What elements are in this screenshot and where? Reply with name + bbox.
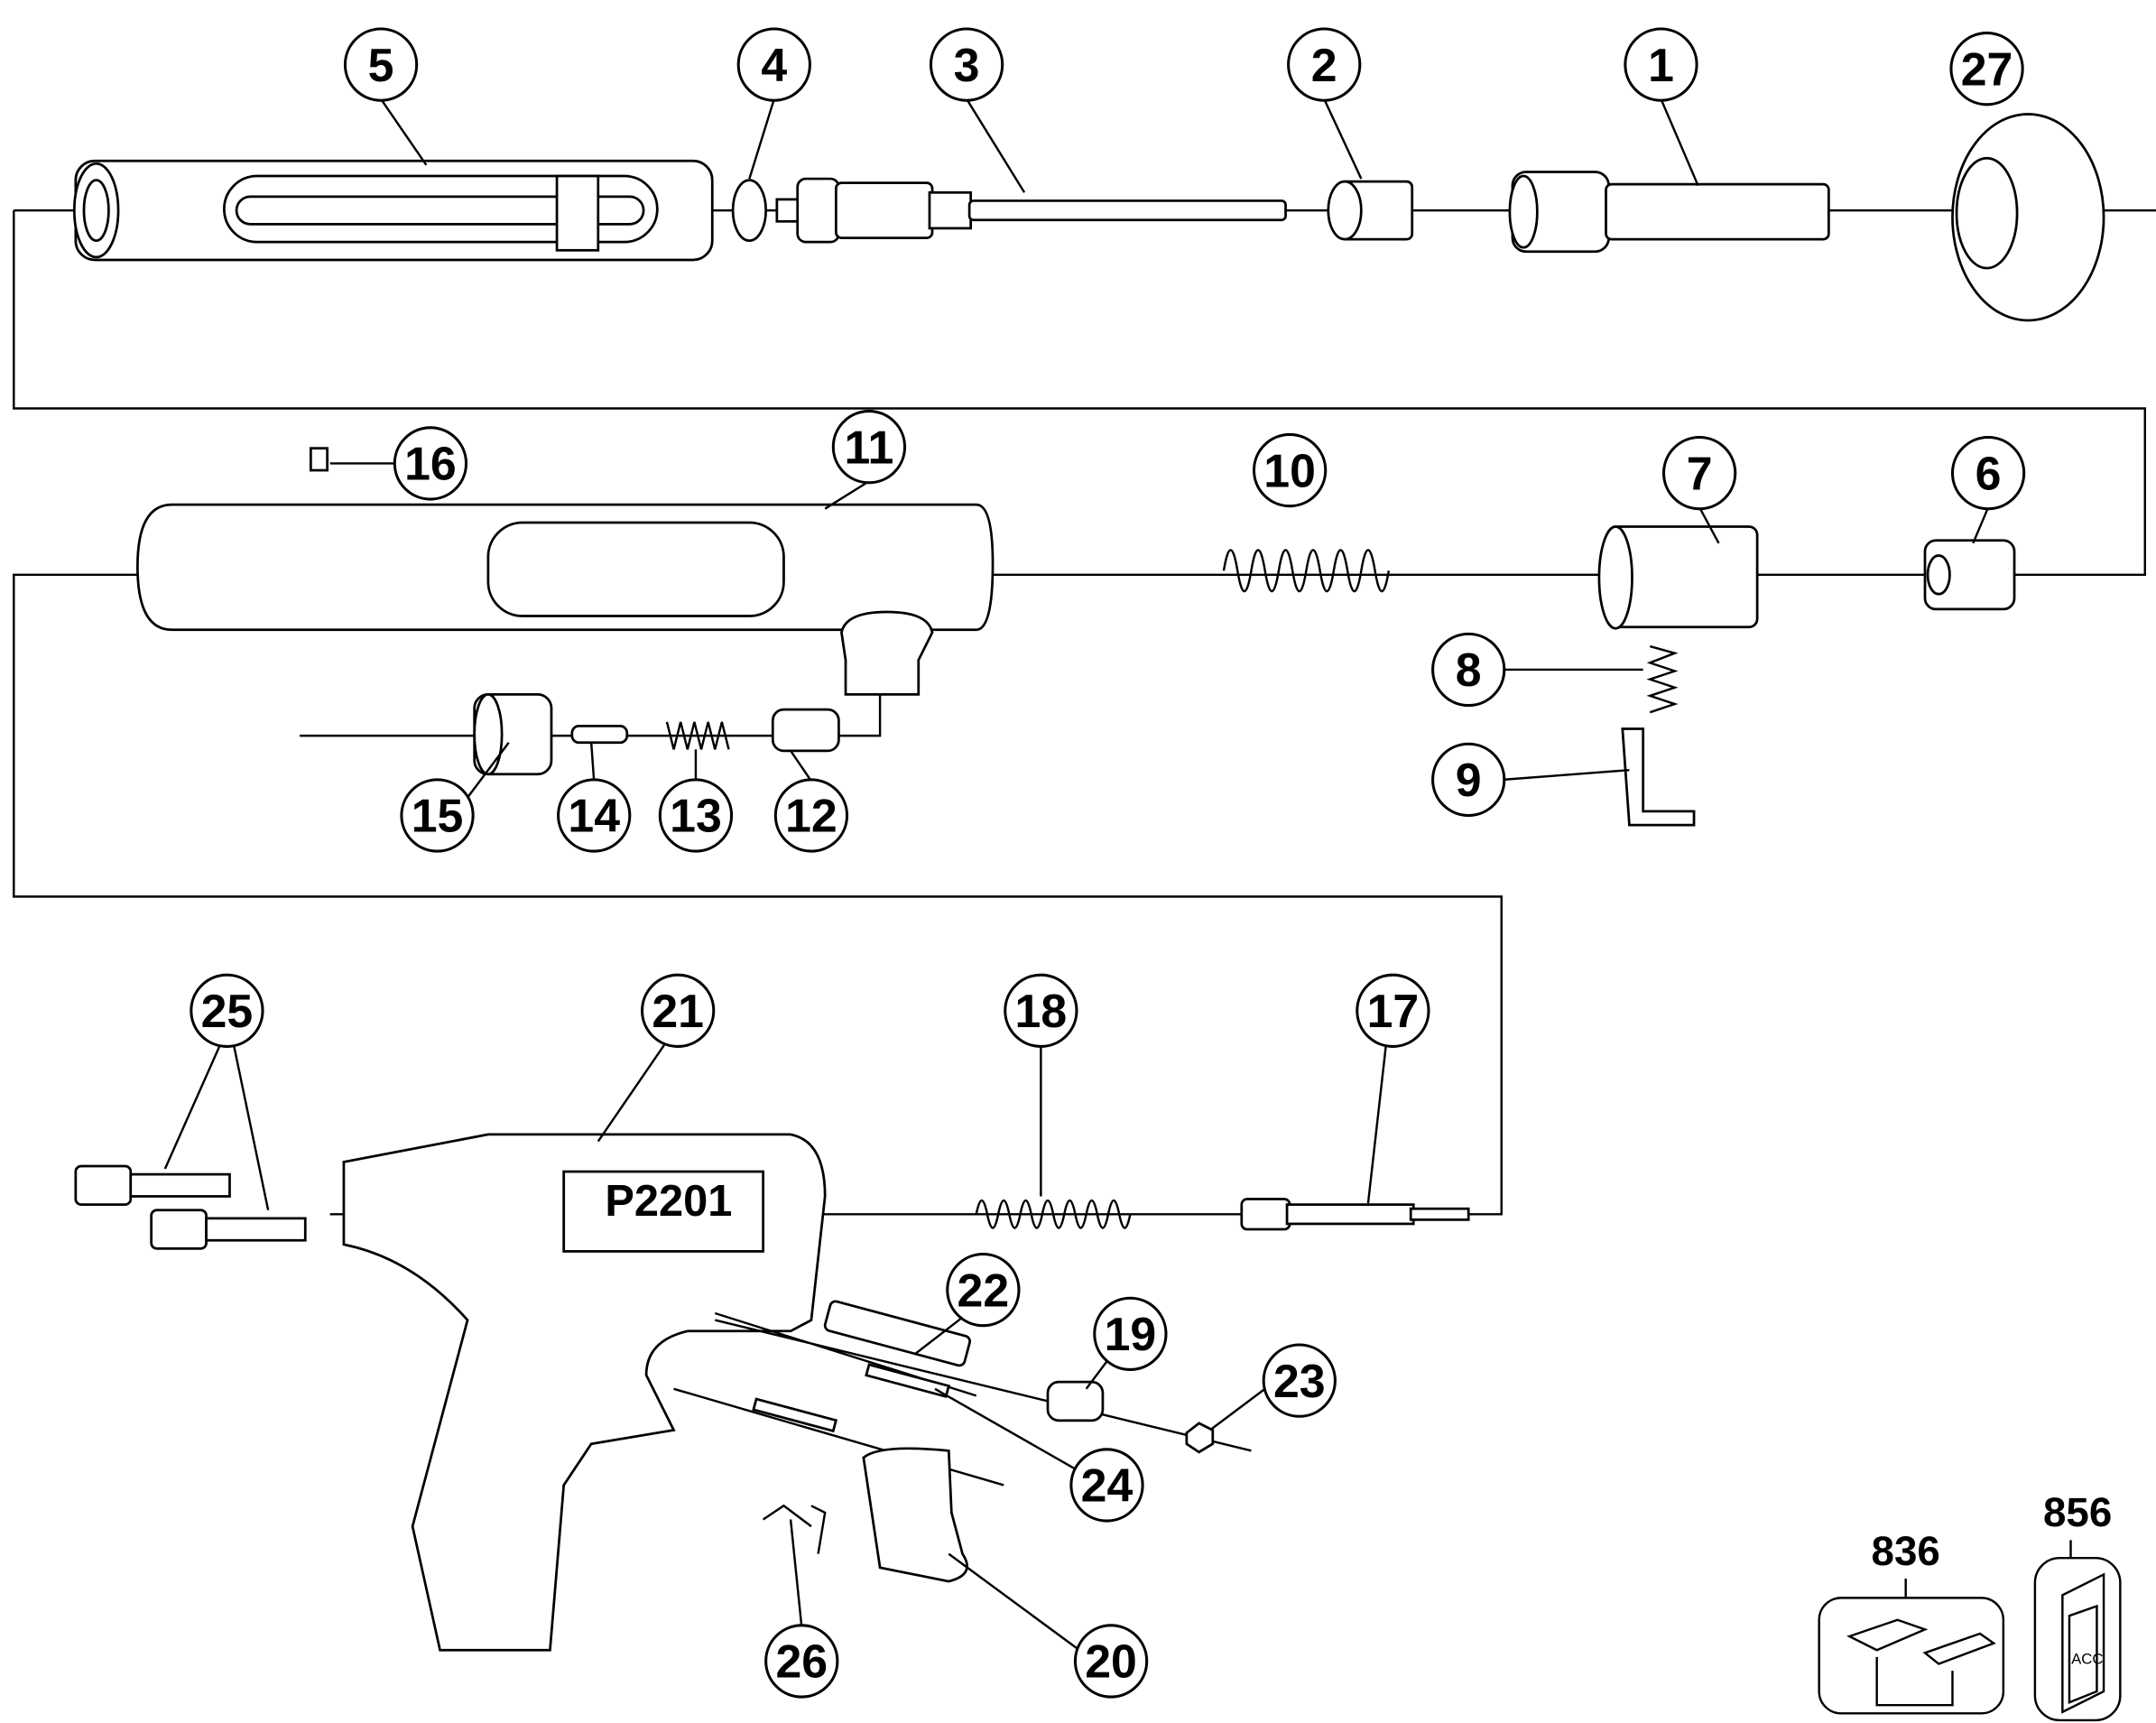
callout-5: 5 bbox=[343, 27, 419, 102]
svg-text:836: 836 bbox=[1872, 1528, 1940, 1574]
assembly-axis-line bbox=[13, 208, 2156, 1216]
part-2-bushing bbox=[1327, 180, 1414, 241]
callout-7: 7 bbox=[1662, 435, 1737, 511]
svg-text:21: 21 bbox=[652, 985, 704, 1037]
part-23-nut bbox=[1185, 1422, 1215, 1454]
part-17-firing-pin bbox=[1240, 1198, 1470, 1231]
svg-text:23: 23 bbox=[1273, 1355, 1326, 1407]
svg-text:3: 3 bbox=[954, 39, 980, 91]
callout-27: 27 bbox=[1949, 32, 2024, 107]
callout-26: 26 bbox=[764, 1624, 839, 1699]
svg-text:10: 10 bbox=[1263, 444, 1316, 496]
callout-4: 4 bbox=[736, 27, 811, 102]
callout-2: 2 bbox=[1287, 27, 1362, 102]
callout-16: 16 bbox=[393, 426, 468, 501]
part-6-plug bbox=[1923, 539, 2016, 611]
part-15-button bbox=[473, 693, 553, 776]
svg-text:16: 16 bbox=[404, 438, 457, 490]
svg-text:26: 26 bbox=[775, 1635, 828, 1688]
part-13-spring bbox=[665, 721, 730, 750]
svg-text:27: 27 bbox=[1961, 42, 2013, 95]
part-9-bracket bbox=[1621, 727, 1696, 827]
part-16-set-screw bbox=[309, 447, 329, 472]
svg-text:7: 7 bbox=[1687, 447, 1713, 499]
part-1-barrel bbox=[1508, 171, 1830, 254]
part-10-spring bbox=[1222, 549, 1391, 593]
part-18-spring bbox=[975, 1199, 1132, 1229]
svg-text:856: 856 bbox=[2043, 1489, 2112, 1535]
part-25-screws bbox=[74, 1164, 307, 1250]
part-24-pin bbox=[865, 1363, 950, 1399]
model-label: P2201 bbox=[605, 1177, 732, 1226]
svg-text:24: 24 bbox=[1081, 1459, 1134, 1512]
svg-text:17: 17 bbox=[1367, 985, 1420, 1037]
part-24-pin-2 bbox=[752, 1397, 838, 1433]
svg-text:8: 8 bbox=[1456, 644, 1482, 696]
svg-text:18: 18 bbox=[1015, 985, 1068, 1037]
svg-text:13: 13 bbox=[670, 790, 722, 842]
svg-text:14: 14 bbox=[568, 790, 620, 842]
callout-17: 17 bbox=[1356, 973, 1430, 1048]
part-14-pin bbox=[570, 725, 629, 745]
part-20-trigger bbox=[862, 1447, 968, 1583]
svg-text:6: 6 bbox=[1976, 447, 2002, 499]
leader-lines bbox=[163, 98, 1990, 1652]
svg-text:11: 11 bbox=[845, 421, 894, 473]
svg-text:1: 1 bbox=[1648, 39, 1674, 91]
part-21-housing bbox=[342, 1133, 827, 1652]
callout-23: 23 bbox=[1262, 1343, 1337, 1418]
svg-text:22: 22 bbox=[958, 1264, 1010, 1316]
part-19-block bbox=[1046, 1380, 1105, 1422]
callout-15: 15 bbox=[400, 778, 475, 853]
callout-21: 21 bbox=[641, 973, 716, 1048]
callout-13: 13 bbox=[658, 778, 734, 853]
svg-text:5: 5 bbox=[368, 39, 394, 91]
callout-18: 18 bbox=[1004, 973, 1078, 1048]
callout-1: 1 bbox=[1624, 27, 1698, 102]
svg-text:ACC: ACC bbox=[2071, 1650, 2103, 1667]
callout-12: 12 bbox=[773, 778, 849, 853]
part-12-sleeve bbox=[771, 708, 840, 753]
callout-24: 24 bbox=[1069, 1448, 1144, 1523]
kit-836-toolbox: 836 bbox=[1818, 1528, 2005, 1715]
callout-11: 11 bbox=[831, 410, 907, 485]
kit-856-label-holder: 856 ACC bbox=[2033, 1489, 2122, 1722]
callout-20: 20 bbox=[1073, 1624, 1149, 1699]
svg-text:4: 4 bbox=[761, 39, 787, 91]
part-7-cap bbox=[1597, 525, 1759, 630]
part-22-screw bbox=[823, 1300, 972, 1367]
svg-text:9: 9 bbox=[1456, 754, 1482, 806]
svg-text:2: 2 bbox=[1311, 39, 1337, 91]
callout-3: 3 bbox=[929, 27, 1004, 102]
part-11-receiver bbox=[136, 503, 995, 696]
svg-text:20: 20 bbox=[1085, 1635, 1137, 1688]
part-26-spring bbox=[762, 1504, 827, 1554]
callout-14: 14 bbox=[557, 778, 632, 853]
svg-text:19: 19 bbox=[1105, 1308, 1157, 1360]
callout-6: 6 bbox=[1950, 435, 2026, 511]
callout-19: 19 bbox=[1093, 1296, 1168, 1371]
callout-10: 10 bbox=[1252, 432, 1328, 508]
callout-8: 8 bbox=[1431, 632, 1506, 708]
part-27-disc bbox=[1951, 113, 2105, 322]
svg-text:12: 12 bbox=[785, 790, 837, 842]
svg-text:25: 25 bbox=[201, 985, 254, 1037]
part-5-barrel-sleeve bbox=[72, 159, 714, 262]
callout-9: 9 bbox=[1431, 742, 1506, 817]
callout-25: 25 bbox=[190, 973, 264, 1048]
callout-22: 22 bbox=[946, 1252, 1021, 1328]
part-4-ring bbox=[731, 179, 768, 242]
svg-text:15: 15 bbox=[412, 790, 464, 842]
part-3-piston bbox=[775, 177, 1287, 244]
part-8-spring bbox=[1646, 644, 1679, 714]
